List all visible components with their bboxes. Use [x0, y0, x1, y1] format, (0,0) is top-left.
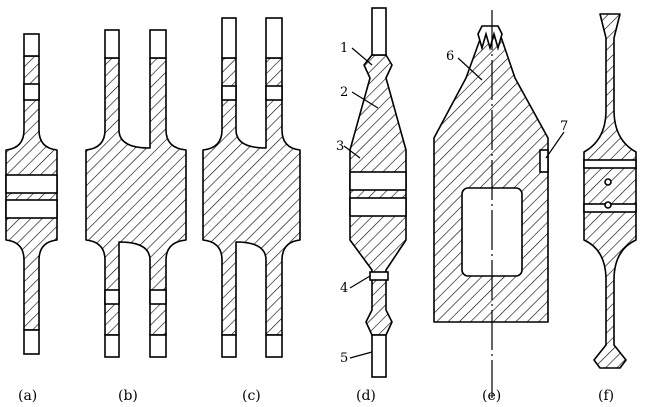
caption-f: (f)	[598, 388, 614, 404]
caption-b: (b)	[118, 388, 138, 404]
part-d	[349, 7, 407, 378]
caption-a: (a)	[18, 388, 37, 404]
callout-5: 5	[340, 351, 348, 366]
caption-c: (c)	[242, 388, 261, 404]
part-a	[5, 33, 58, 355]
part-c	[202, 17, 301, 358]
part-e	[433, 10, 549, 398]
callout-7: 7	[560, 119, 568, 134]
caption-d: (d)	[356, 388, 376, 404]
callout-3: 3	[336, 139, 344, 154]
callout-4: 4	[340, 281, 348, 296]
part-b	[85, 29, 187, 358]
callout-6: 6	[446, 49, 454, 64]
callout-2: 2	[340, 85, 348, 100]
callout-leaders	[343, 47, 565, 359]
caption-e: (e)	[482, 388, 501, 404]
callout-1: 1	[340, 41, 348, 56]
part-f	[583, 13, 637, 369]
